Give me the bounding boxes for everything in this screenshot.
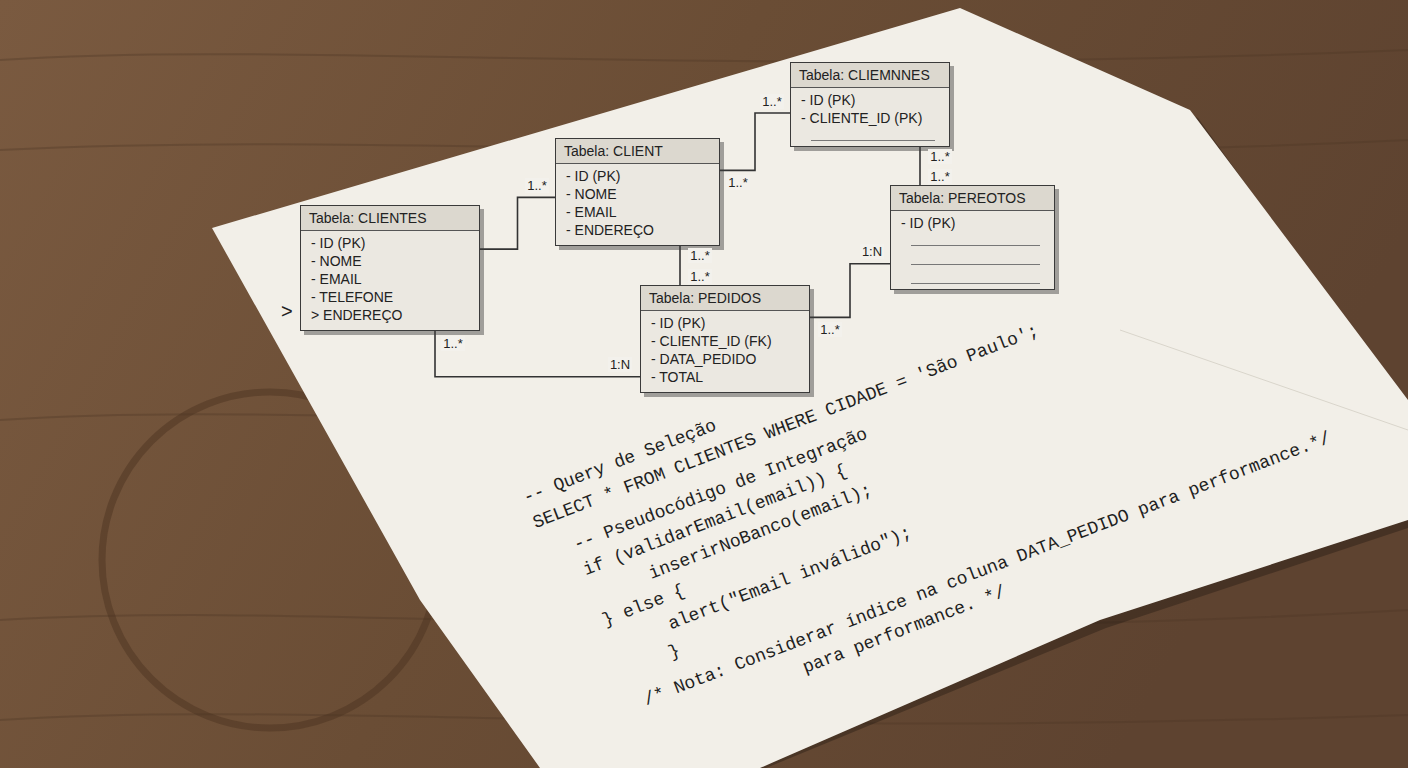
napkin <box>212 8 1408 768</box>
code-line: } <box>665 639 683 663</box>
table-field: - ID (PK) <box>556 167 719 185</box>
relationship-line <box>919 147 921 185</box>
table-field: - ID (PK) <box>641 314 809 332</box>
table-field: - ID (PK) <box>301 234 479 252</box>
relationship-line <box>720 113 790 170</box>
table-box: Tabela: CLIEMNNES - ID (PK)- CLIENTE_ID (… <box>790 62 950 147</box>
relationship-line <box>435 331 640 377</box>
table-field: - CLIENTE_ID (PK) <box>791 109 949 127</box>
table-field: - NOME <box>556 185 719 203</box>
table-field: - TELEFONE <box>301 288 479 306</box>
cardinality-label: 1..* <box>928 169 952 184</box>
cardinality-label: 1..* <box>525 178 549 193</box>
table-field: - EMAIL <box>556 203 719 221</box>
cardinality-label: 1..* <box>760 94 784 109</box>
relationship-line <box>810 264 890 318</box>
table-title: Tabela: PEREOTOS <box>891 186 1054 211</box>
cardinality-label: 1..* <box>688 269 712 284</box>
table-box: Tabela: PEREOTOS - ID (PK) <box>890 185 1055 290</box>
table-field: - ENDEREÇO <box>556 221 719 245</box>
table-title: Tabela: CLIENT <box>556 139 719 164</box>
cardinality-label: 1:N <box>608 357 632 372</box>
table-field: - DATA_PEDIDO <box>641 350 809 368</box>
table-box: Tabela: PEDIDOS - ID (PK)- CLIENTE_ID (FK… <box>640 285 810 393</box>
table-title: Tabela: PEDIDOS <box>641 286 809 311</box>
blank-row <box>811 127 935 141</box>
table-field: - CLIENTE_ID (FK) <box>641 332 809 350</box>
margin-mark: > <box>281 300 293 322</box>
table-field: - TOTAL <box>641 368 809 392</box>
table-field: - EMAIL <box>301 270 479 288</box>
cardinality-label: 1..* <box>441 336 465 351</box>
cardinality-label: 1..* <box>726 175 750 190</box>
cardinality-label: 1:N <box>860 244 884 259</box>
table-box: Tabela: CLIENTES - ID (PK)- NOME- EMAIL- … <box>300 205 480 331</box>
code-block: -- Query de SeleçãoSELECT * FROM CLIENTE… <box>520 488 521 489</box>
table-field: - ID (PK) <box>891 214 1054 232</box>
table-box: Tabela: CLIENT - ID (PK)- NOME- EMAIL- EN… <box>555 138 720 246</box>
table-field: - NOME <box>301 252 479 270</box>
cardinality-label: 1..* <box>818 322 842 337</box>
cardinality-label: 1..* <box>688 248 712 263</box>
cardinality-label: 1..* <box>928 149 952 164</box>
table-field: - ID (PK) <box>791 91 949 109</box>
table-field: > ENDEREÇO <box>301 306 479 330</box>
blank-row <box>911 251 1040 265</box>
blank-row <box>911 232 1040 246</box>
blank-row <box>911 270 1040 284</box>
table-title: Tabela: CLIENTES <box>301 206 479 231</box>
relationship-line <box>480 197 555 249</box>
table-title: Tabela: CLIEMNNES <box>791 63 949 88</box>
relationship-line <box>679 246 681 285</box>
napkin-fold <box>1120 330 1408 430</box>
